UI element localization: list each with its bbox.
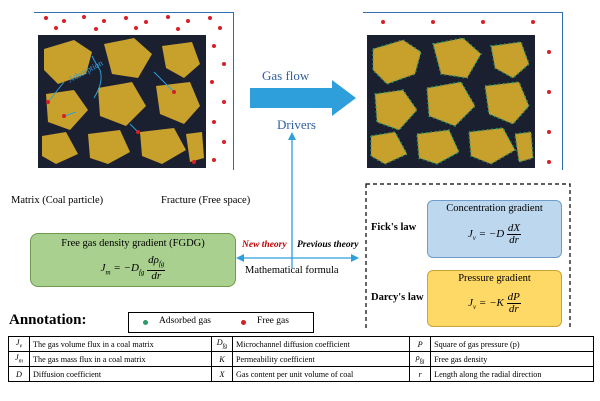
concentration-gradient-box: Concentration gradient Jv = −D dX dr [427,200,562,258]
annotation-description: Diffusion coefficient [29,366,212,382]
annotation-symbol: Jv [8,336,30,352]
annotation-description: The gas volume flux in a coal matrix [29,336,212,352]
right-coal-panel [363,11,564,170]
darcys-fraction: dP dr [506,291,521,315]
annotation-symbol: K [210,351,233,367]
math-formula-label: Mathematical formula [245,265,339,276]
free-gas-dots-right [381,20,551,164]
annotation-symbol: D [8,366,30,382]
annotation-symbol: ρfg [409,351,432,367]
darcys-law-label: Darcy's law [371,292,424,303]
free-gas-dot-icon [241,320,246,325]
ficks-law-label: Fick's law [371,222,417,233]
annotation-description: Microchannel diffusion coefficient [231,336,411,352]
fgdg-lhs: J [100,262,106,275]
annotation-description: Permeability coefficient [231,351,411,367]
free-gas-inner-dots-left [46,90,196,164]
fgdg-lhs-sub: m [105,268,111,277]
annotation-legend: Adsorbed gas Free gas [128,312,314,333]
annotation-symbol: X [210,366,233,382]
ficks-formula: Jv = −D dX dr [428,223,561,246]
annotation-heading: Annotation: [9,312,87,328]
annotation-description: Gas content per unit volume of coal [231,366,411,382]
ficks-lhs: J [467,228,473,241]
darcys-formula: Jv = −K dP dr [428,292,561,315]
coal-particles-left [42,38,204,164]
adsorption-arrows [47,55,175,133]
annotation-symbol: r [409,366,432,382]
fgdg-num-sub: fg [158,260,165,269]
annotation-description: Length along the radial direction [430,366,594,382]
adsorbed-gas-label: Adsorbed gas [159,316,211,326]
concentration-gradient-title: Concentration gradient [446,203,543,214]
fgdg-title: Free gas density gradient (FGDG) [61,238,205,249]
gas-flow-arrow-icon [250,80,356,116]
annotation-description: The gas mass flux in a coal matrix [29,351,212,367]
free-gas-dots-left [44,15,226,162]
fgdg-num: dρ [148,254,159,266]
ficks-lhs-sub: v [472,234,476,243]
laws-dashed-frame [365,183,571,330]
ficks-mid: = −D [478,228,505,241]
annotation-symbol: Dfg [210,336,233,352]
fgdg-den: dr [151,270,162,283]
left-coal-svg [34,11,235,170]
ficks-fraction: dX dr [506,222,522,246]
drivers-label: Drivers [277,117,316,132]
fgdg-mid-sub: fg [138,268,145,277]
previous-theory-label: Previous theory [297,240,359,250]
annotation-symbol: Jm [8,351,30,367]
pressure-gradient-box: Pressure gradient Jv = −K dP dr [427,270,562,327]
matrix-label: Matrix (Coal particle) [11,195,104,206]
free-gas-label: Free gas [257,316,289,326]
pressure-gradient-title: Pressure gradient [458,273,531,284]
darcys-lhs-sub: v [473,303,477,312]
fgdg-formula: Jm = −Dfg dρfg dr [31,255,235,282]
fracture-label: Fracture (Free space) [161,195,251,206]
adsorbed-gas-dot-icon [143,320,148,325]
gas-flow-label: Gas flow [262,68,310,83]
annotation-description: Square of gas pressure (p) [430,336,594,352]
darcys-mid: = −K [478,297,504,310]
annotation-symbol: P [409,336,432,352]
darcys-den: dr [508,303,519,315]
coal-particles-right [370,37,534,165]
darcys-lhs: J [468,297,474,310]
ficks-num: dX [506,222,522,235]
new-theory-label: New theory [242,240,287,250]
darcys-num: dP [506,291,521,304]
right-coal-svg [363,11,564,170]
fgdg-fraction: dρfg dr [147,254,166,283]
fgdg-box: Free gas density gradient (FGDG) Jm = −D… [30,233,236,287]
annotation-description: Free gas density [430,351,594,367]
ficks-den: dr [509,234,519,246]
fgdg-mid: = −D [113,262,139,275]
left-coal-panel [34,11,235,170]
